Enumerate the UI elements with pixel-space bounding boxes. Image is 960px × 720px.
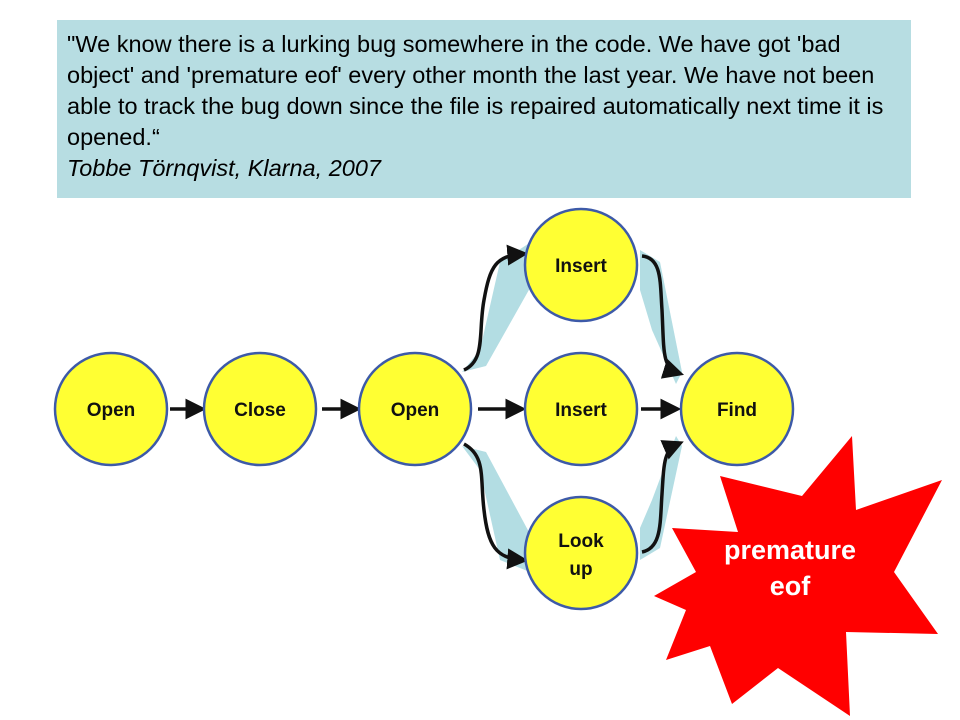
arrow-insert-top-to-find: [641, 254, 685, 379]
arrow-lookup-to-find: [641, 440, 684, 554]
arrow-open-to-lookup: [463, 442, 529, 570]
node-label: Insert: [555, 400, 607, 421]
node-label: Find: [717, 400, 757, 421]
node-lookup: Look up: [523, 495, 639, 611]
node-open-1: Open: [53, 351, 169, 467]
connectors: [170, 244, 685, 570]
node-label: Open: [391, 400, 440, 421]
node-label: Insert: [555, 256, 607, 277]
quote-attribution: Tobbe Törnqvist, Klarna, 2007: [67, 155, 381, 181]
ribbon-open-to-insert-top: [462, 244, 530, 372]
node-find: Find: [679, 351, 795, 467]
node-open-2: Open: [357, 351, 473, 467]
burst-label-line-1: premature: [724, 535, 856, 565]
premature-eof-burst: premature eof: [654, 436, 942, 716]
node-label-line-1: Look: [558, 531, 604, 552]
arrow-open-to-insert-top: [463, 244, 529, 372]
burst-shape: [654, 436, 942, 716]
quote-text: "We know there is a lurking bug somewher…: [67, 31, 884, 150]
node-label-line-2: up: [569, 559, 592, 580]
node-close: Close: [202, 351, 318, 467]
ribbon-open-to-lookup: [462, 446, 530, 572]
node-label: Open: [87, 400, 136, 421]
node-label: Close: [234, 400, 286, 421]
node-insert-top: Insert: [523, 207, 639, 323]
quote-box: "We know there is a lurking bug somewher…: [57, 20, 911, 198]
node-insert-mid: Insert: [523, 351, 639, 467]
burst-label-line-2: eof: [770, 571, 812, 601]
